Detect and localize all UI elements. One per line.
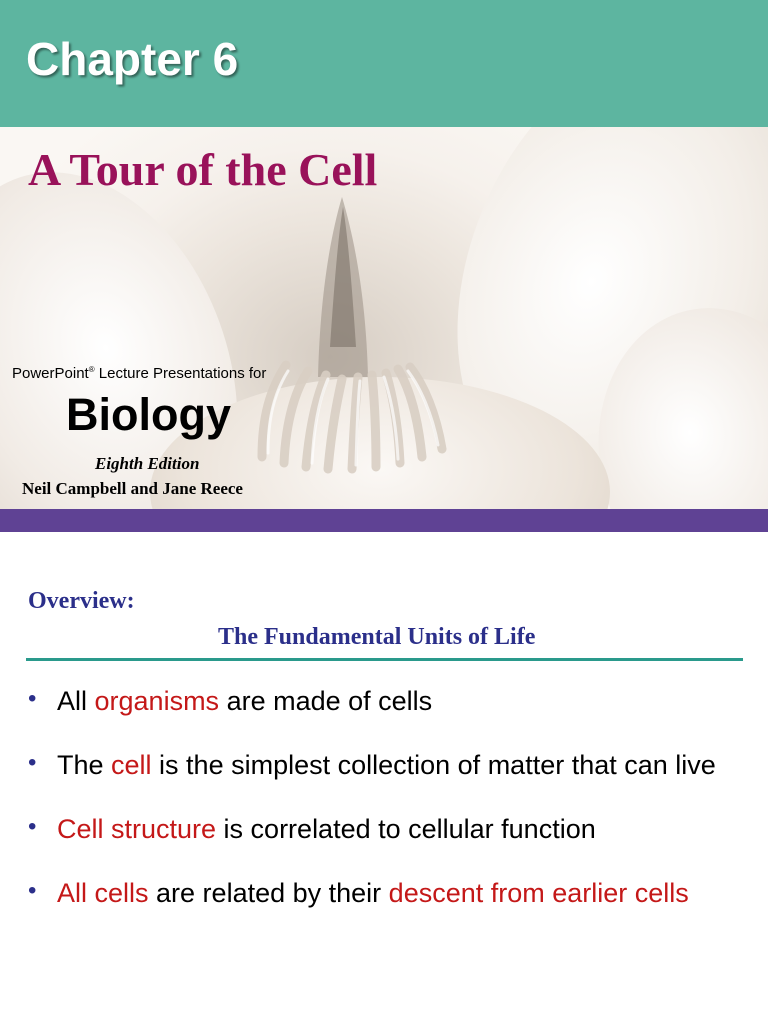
overview-subheading: The Fundamental Units of Life — [218, 624, 536, 650]
bullet-text: are made of cells — [219, 686, 433, 716]
lecture-text: Lecture Presentations for — [94, 365, 267, 382]
bullet-keyword: descent from earlier cells — [388, 878, 689, 908]
bottom-accent-bar — [0, 509, 768, 532]
bullet-dot: • — [28, 877, 37, 904]
flower-stamen — [257, 197, 447, 474]
title-bar: Chapter 6 — [0, 0, 768, 127]
overview-heading: Overview: — [28, 588, 135, 614]
lecture-presentations-line: PowerPoint® Lecture Presentations for — [12, 365, 266, 382]
bullet-keyword: All cells — [57, 878, 149, 908]
flower-photo — [0, 127, 768, 509]
bullet-keyword: cell — [111, 750, 152, 780]
powerpoint-text: PowerPoint — [12, 365, 89, 382]
bullet-dot: • — [28, 685, 37, 712]
bullet-keyword: Cell structure — [57, 814, 217, 844]
heading-divider — [26, 658, 743, 661]
slide-subtitle: A Tour of the Cell — [28, 144, 378, 195]
bullet-dot: • — [28, 813, 37, 840]
bullet-item: • All cells are related by their descent … — [28, 874, 728, 912]
bullet-list: • All organisms are made of cells • The ce… — [28, 682, 728, 938]
registered-mark: ® — [88, 365, 95, 374]
book-edition: Eighth Edition — [95, 454, 200, 473]
chapter-title: Chapter 6 — [26, 33, 239, 85]
bullet-text: is correlated to cellular function — [216, 814, 596, 844]
book-authors: Neil Campbell and Jane Reece — [22, 479, 243, 498]
title-slide: Chapter 6 — [0, 0, 768, 532]
overview-slide: Overview: The Fundamental Units of Life … — [0, 532, 768, 1024]
bullet-text: The — [57, 750, 112, 780]
bullet-item: • Cell structure is correlated to cellula… — [28, 810, 728, 848]
book-title: Biology — [66, 389, 231, 440]
bullet-text: All — [57, 686, 95, 716]
bullet-text: is the simplest collection of matter tha… — [151, 750, 716, 780]
bullet-keyword: organisms — [94, 686, 220, 716]
bullet-dot: • — [28, 749, 37, 776]
bullet-item: • All organisms are made of cells — [28, 682, 728, 720]
bullet-text: are related by their — [148, 878, 389, 908]
bullet-item: • The cell is the simplest collection of … — [28, 746, 728, 784]
